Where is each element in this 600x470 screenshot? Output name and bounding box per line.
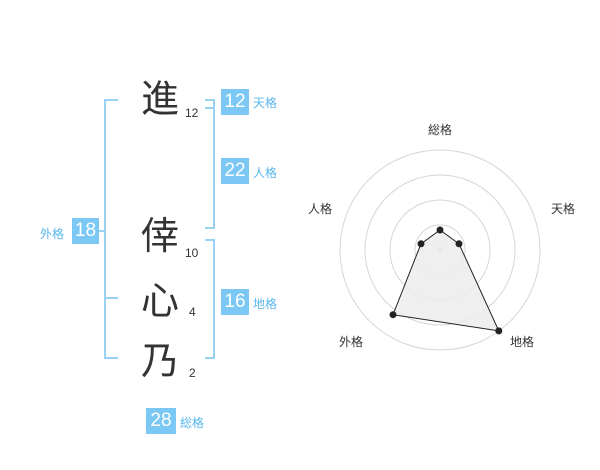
- radar-ring: [339, 149, 541, 351]
- radar-label-tenkaku: 天格: [551, 202, 576, 216]
- jinkaku-bracket: [205, 107, 215, 229]
- radar-point-4: [417, 240, 425, 248]
- gaikaku-badge: 18: [72, 218, 99, 244]
- radar-label-jinkaku: 人格: [308, 202, 333, 216]
- soukaku-label: 総格: [180, 416, 205, 430]
- stroke-count-3: 4: [189, 305, 196, 319]
- stroke-count-2: 10: [185, 246, 199, 260]
- name-char-3: 心: [141, 279, 180, 323]
- tenkaku-label: 天格: [253, 96, 278, 110]
- radar-label-soukaku: 総格: [428, 123, 453, 137]
- radar-area: [392, 229, 500, 332]
- chikaku-bracket: [205, 239, 215, 359]
- radar-ring: [364, 174, 516, 326]
- chikaku-label: 地格: [253, 297, 278, 311]
- jinkaku-badge: 22: [221, 158, 249, 184]
- soukaku-badge: 28: [146, 408, 176, 434]
- jinkaku-label: 人格: [253, 166, 278, 180]
- name-char-2: 倖: [141, 214, 180, 258]
- radar-point-3: [389, 311, 397, 319]
- name-char-4: 乃: [141, 339, 180, 383]
- radar-label-chikaku: 地格: [510, 335, 535, 349]
- radar-point-2: [495, 327, 503, 335]
- tenkaku-badge: 12: [221, 89, 249, 115]
- chikaku-badge: 16: [221, 289, 249, 315]
- radar-label-gaikaku: 外格: [339, 335, 364, 349]
- name-char-1: 進: [141, 77, 180, 121]
- gaikaku-bracket: [104, 99, 118, 359]
- stroke-count-4: 2: [189, 366, 196, 380]
- stroke-count-1: 12: [185, 106, 199, 120]
- radar-points: [389, 226, 503, 335]
- radar-point-0: [436, 226, 444, 234]
- radar-point-1: [455, 240, 463, 248]
- gaikaku-label: 外格: [40, 227, 65, 241]
